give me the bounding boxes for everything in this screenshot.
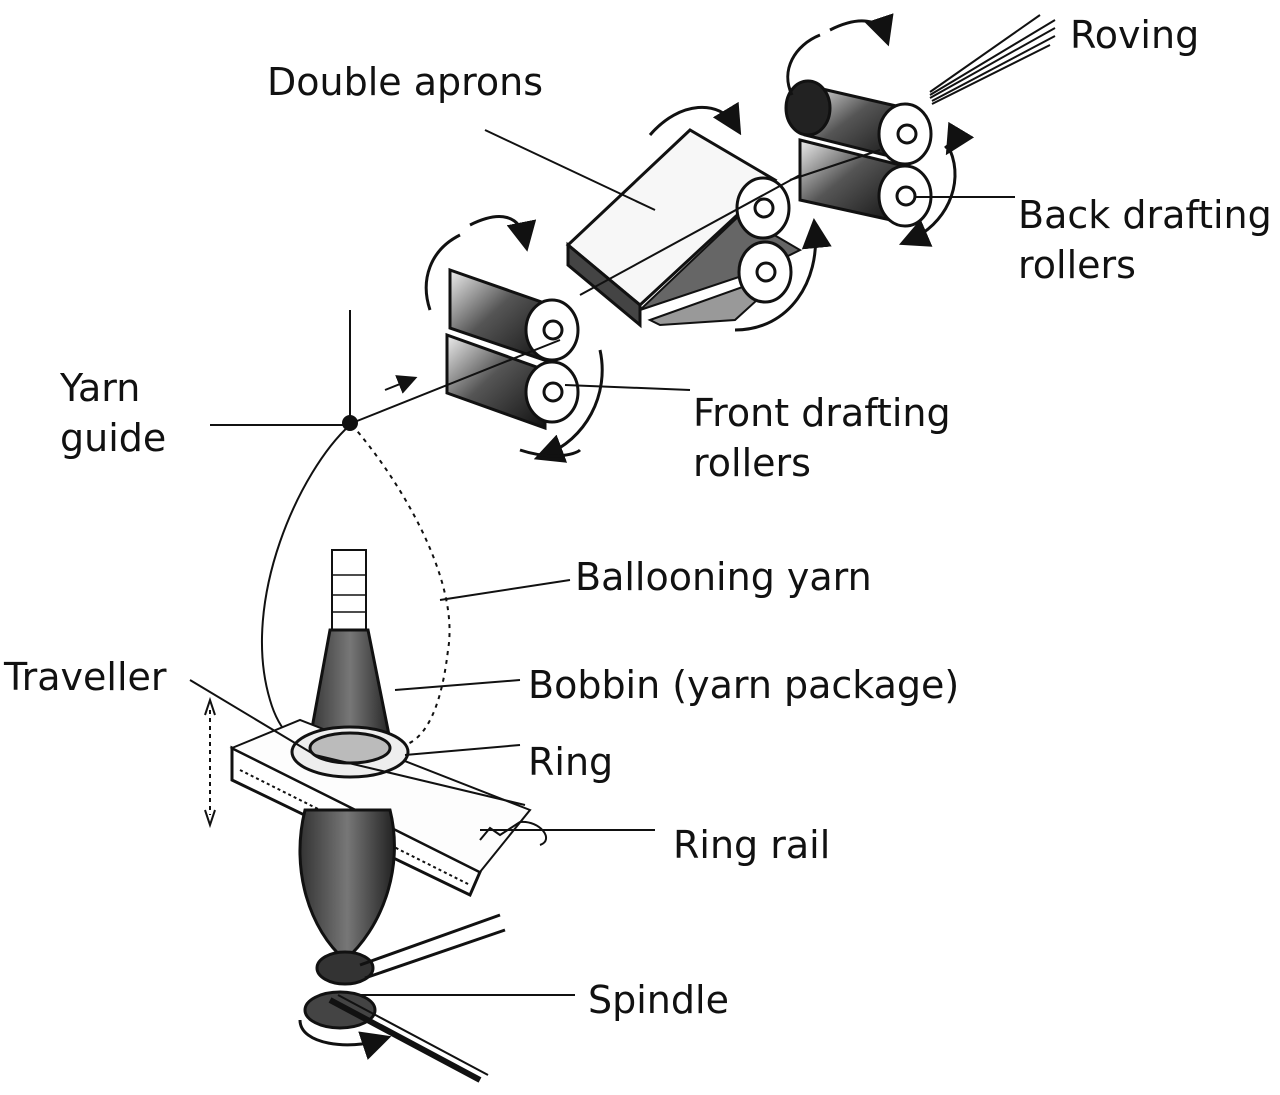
- label-double-aprons: Double aprons: [267, 60, 544, 104]
- label-back-drafting-rollers-line1: Back drafting: [1018, 193, 1272, 237]
- label-front-drafting-rollers-line2: rollers: [693, 441, 811, 485]
- label-ring: Ring: [528, 740, 614, 784]
- label-traveller: Traveller: [4, 655, 167, 699]
- label-ring-rail: Ring rail: [673, 823, 831, 867]
- leader-lines: [189, 129, 1015, 996]
- ring-rail-travel-arrow: [204, 696, 216, 829]
- label-front-drafting-rollers-line1: Front drafting: [693, 391, 951, 435]
- label-roving: Roving: [1070, 13, 1200, 57]
- label-bobbin: Bobbin (yarn package): [528, 663, 960, 707]
- spindle: [298, 808, 506, 1083]
- label-back-drafting-rollers-line2: rollers: [1018, 243, 1136, 287]
- bobbin: [306, 549, 394, 752]
- front-drafting-rollers: [424, 215, 604, 463]
- back-drafting-rollers: [784, 13, 975, 247]
- label-back-drafting-rollers: Back drafting rollers: [1018, 190, 1272, 290]
- label-ballooning-yarn: Ballooning yarn: [575, 555, 872, 599]
- label-yarn-guide-line1: Yarn: [60, 366, 141, 410]
- double-aprons: [565, 101, 881, 332]
- label-spindle: Spindle: [588, 978, 729, 1022]
- roving-fibres: [929, 14, 1056, 105]
- label-front-drafting-rollers: Front drafting rollers: [693, 388, 951, 488]
- label-yarn-guide: Yarn guide: [60, 363, 166, 463]
- label-yarn-guide-line2: guide: [60, 416, 167, 460]
